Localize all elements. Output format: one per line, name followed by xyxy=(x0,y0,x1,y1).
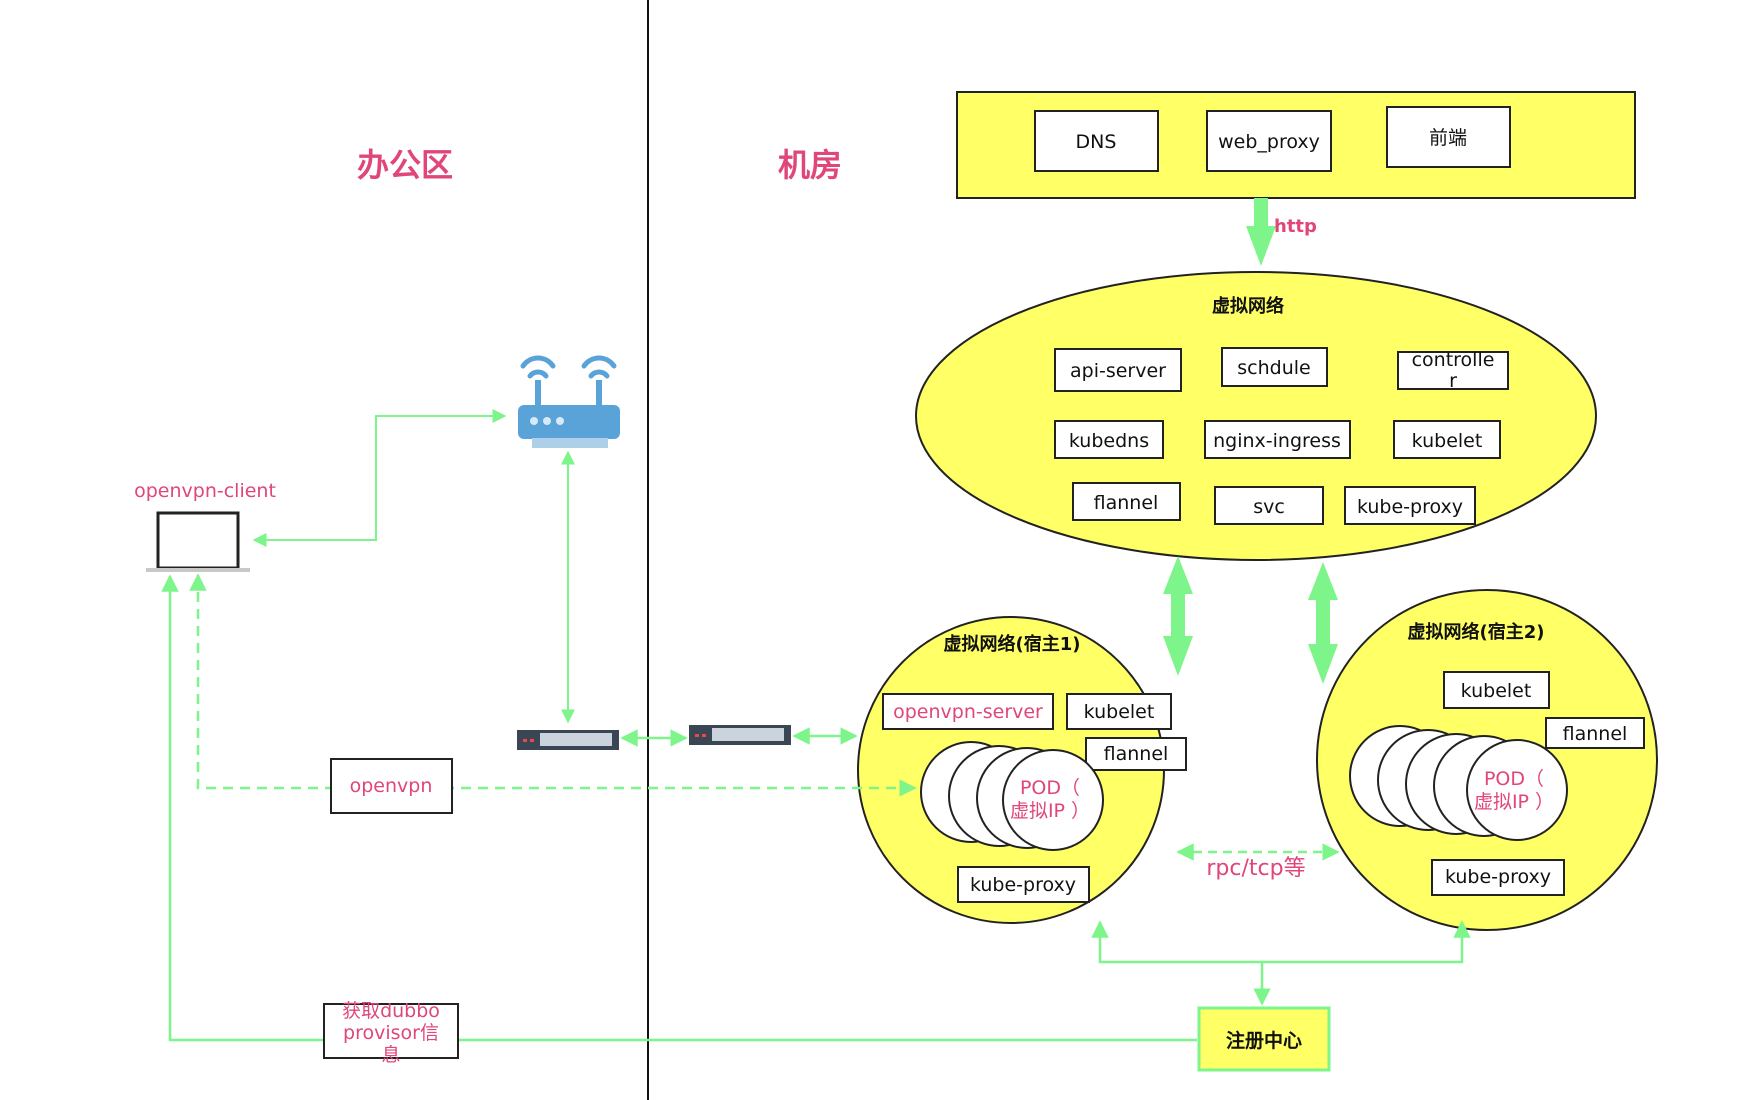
svg-text:kubelet: kubelet xyxy=(1084,701,1155,723)
registry-box: 注册中心 xyxy=(1197,1006,1331,1072)
rpc-tcp-label: rpc/tcp等 xyxy=(1206,856,1305,881)
svg-text:虚拟IP ）: 虚拟IP ） xyxy=(1474,791,1554,813)
host1-title: 虚拟网络(宿主1) xyxy=(944,633,1081,655)
svg-text:nginx-ingress: nginx-ingress xyxy=(1213,430,1341,452)
svg-text:controlle: controlle xyxy=(1412,349,1495,371)
svg-text:获取dubbo: 获取dubbo xyxy=(342,1000,440,1022)
host2-flannel-box: flannel xyxy=(1545,717,1645,749)
host2-title: 虚拟网络(宿主2) xyxy=(1408,621,1545,643)
host2-pod-stack: POD（ 虚拟IP ） xyxy=(1349,725,1568,841)
kubedns-box: kubedns xyxy=(1054,420,1164,459)
svg-text:flannel: flannel xyxy=(1094,492,1159,514)
svg-text:kube-proxy: kube-proxy xyxy=(1445,866,1551,888)
svc-box: svc xyxy=(1214,486,1324,525)
web-proxy-box: web_proxy xyxy=(1206,110,1332,172)
datacenter-zone-title: 机房 xyxy=(778,146,842,184)
svg-text:schdule: schdule xyxy=(1237,357,1310,379)
dubbo-provider-line xyxy=(161,574,1197,1042)
svg-text:svc: svc xyxy=(1253,496,1285,518)
host1-pod-stack: POD（ 虚拟IP ） xyxy=(920,741,1104,851)
svg-text:注册中心: 注册中心 xyxy=(1226,1029,1302,1052)
nginx-ingress-box: nginx-ingress xyxy=(1204,420,1351,459)
network-switch-icon-datacenter xyxy=(689,725,791,745)
svg-text:openvpn-server: openvpn-server xyxy=(893,701,1043,723)
svg-text:kube-proxy: kube-proxy xyxy=(970,874,1076,896)
http-arrow xyxy=(1246,198,1276,266)
svg-text:kubelet: kubelet xyxy=(1412,430,1483,452)
http-label: http xyxy=(1274,216,1317,237)
host2-kube-proxy-box: kube-proxy xyxy=(1431,859,1565,896)
host1-vnet-double-arrow xyxy=(1163,556,1193,676)
svg-text:r: r xyxy=(1449,370,1457,392)
laptop-icon xyxy=(146,511,250,572)
svg-text:DNS: DNS xyxy=(1076,131,1117,153)
svg-text:flannel: flannel xyxy=(1104,743,1169,765)
laptop-router-connector xyxy=(252,409,507,547)
svg-text:web_proxy: web_proxy xyxy=(1218,131,1320,153)
virtual-network-title: 虚拟网络 xyxy=(1212,295,1284,317)
office-zone-title: 办公区 xyxy=(357,146,453,184)
schdule-box: schdule xyxy=(1221,347,1328,387)
network-switch-icon-office xyxy=(517,730,619,750)
openvpn-box: openvpn xyxy=(330,758,453,814)
svg-text:api-server: api-server xyxy=(1070,360,1166,382)
svg-text:provisor信: provisor信 xyxy=(343,1022,439,1044)
svg-text:flannel: flannel xyxy=(1563,723,1628,745)
svg-text:kubelet: kubelet xyxy=(1461,680,1532,702)
openvpn-server-box: openvpn-server xyxy=(882,693,1054,730)
openvpn-tunnel-dashed xyxy=(189,573,917,797)
svg-text:kubedns: kubedns xyxy=(1069,430,1149,452)
wifi-router-icon xyxy=(518,355,620,448)
svg-text:前端: 前端 xyxy=(1429,127,1467,149)
host1-flannel-box: flannel xyxy=(1085,737,1187,771)
host2-kubelet-box: kubelet xyxy=(1443,671,1550,709)
host1-kubelet-box: kubelet xyxy=(1066,693,1172,730)
host1-kube-proxy-box: kube-proxy xyxy=(957,866,1090,903)
openvpn-client-label: openvpn-client xyxy=(134,480,276,502)
svg-text:POD（: POD（ xyxy=(1484,768,1544,790)
flannel-box-main: flannel xyxy=(1072,482,1181,521)
kubelet-box-main: kubelet xyxy=(1393,420,1501,459)
frontend-box: 前端 xyxy=(1386,106,1511,168)
svg-text:kube-proxy: kube-proxy xyxy=(1357,496,1463,518)
dns-box: DNS xyxy=(1034,110,1159,172)
svg-text:息: 息 xyxy=(381,1044,400,1066)
controller-box: controlle r xyxy=(1397,349,1509,392)
svg-text:虚拟IP ）: 虚拟IP ） xyxy=(1010,800,1090,822)
dubbo-info-box: 获取dubbo provisor信 息 xyxy=(323,1000,459,1066)
svg-text:POD（: POD（ xyxy=(1020,777,1080,799)
host2-vnet-double-arrow xyxy=(1308,562,1338,684)
svg-text:openvpn: openvpn xyxy=(350,775,433,797)
api-server-box: api-server xyxy=(1054,348,1182,392)
kube-proxy-box-main: kube-proxy xyxy=(1344,486,1476,525)
registry-to-hosts-connector xyxy=(1091,920,1471,964)
